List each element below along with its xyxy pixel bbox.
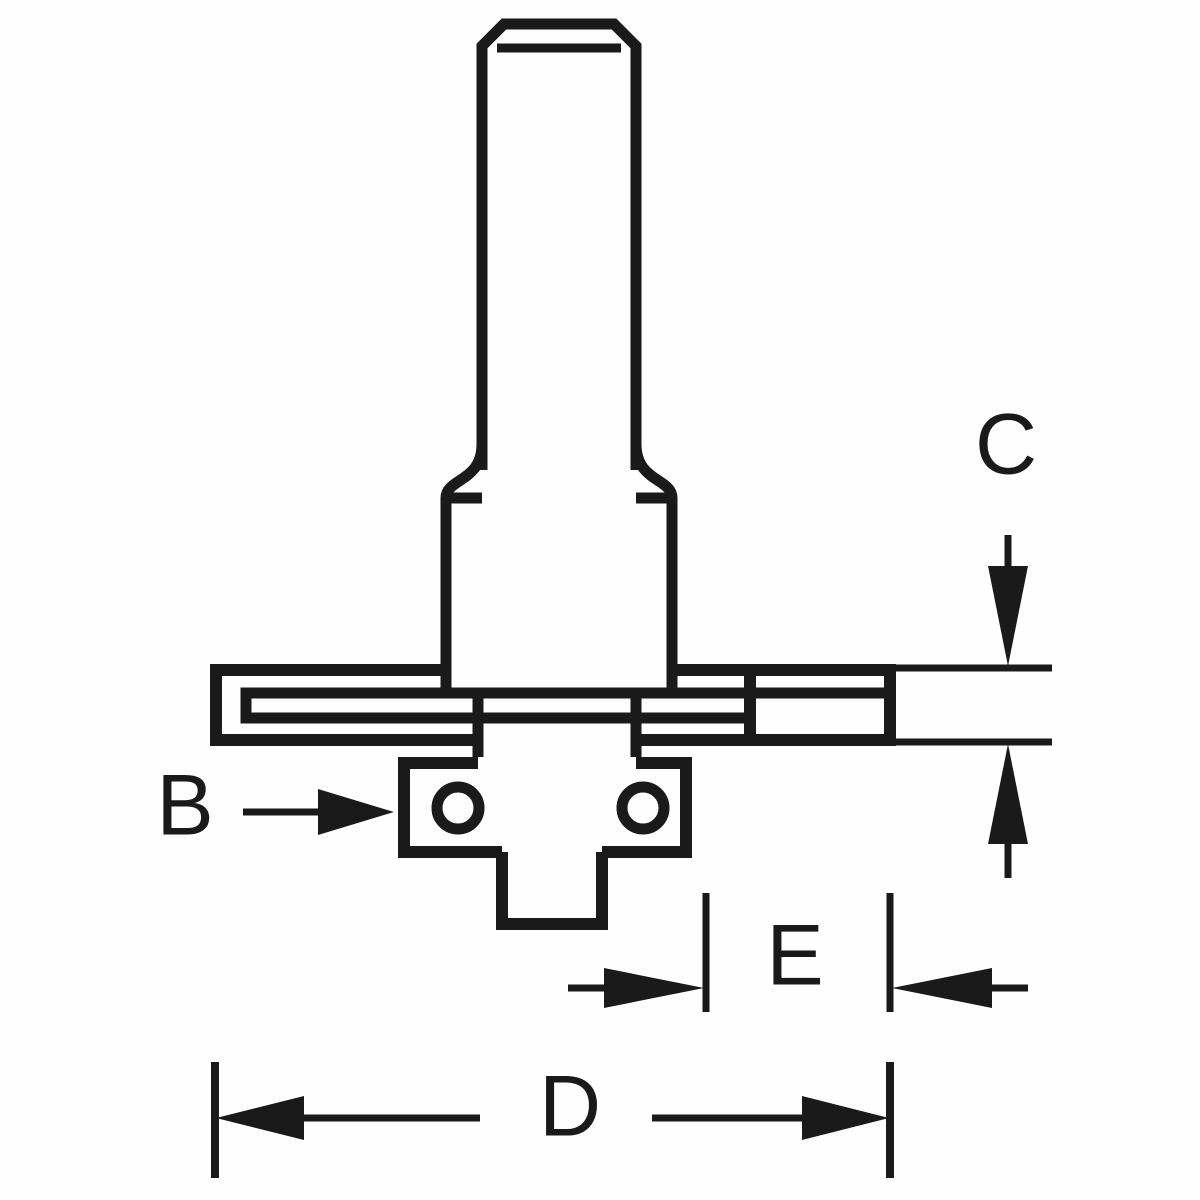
dimension-e-arrowhead-right — [892, 968, 992, 1008]
dimension-c-arrowhead-bottom — [988, 744, 1028, 844]
dimension-e-arrowhead-left — [604, 968, 704, 1008]
router-bit-part — [210, 18, 896, 930]
right-wing-outline — [744, 664, 896, 746]
dimension-d-arrowhead-right — [802, 1096, 889, 1140]
bearing-ball-left-icon — [431, 781, 485, 835]
dimension-label-d: D — [539, 1059, 601, 1155]
dimension-d-arrowhead-left — [216, 1096, 304, 1140]
dimension-label-e: E — [766, 908, 823, 1004]
bearing-housing-right — [602, 757, 692, 858]
dimension-label-c: C — [975, 397, 1037, 493]
dimension-c: C — [890, 397, 1052, 878]
bearing-ball-right-icon — [616, 781, 670, 835]
left-wing-outer-profile — [210, 664, 360, 746]
bearing-housing-left — [398, 757, 502, 858]
dimension-b-arrowhead — [318, 789, 394, 835]
shank-outline — [476, 18, 642, 470]
dimension-label-b: B — [156, 758, 213, 854]
dimension-d: D — [211, 1059, 894, 1178]
retaining-nut-outline — [496, 852, 608, 930]
dimension-c-arrowhead-top — [988, 566, 1028, 666]
dimension-b: B — [156, 758, 394, 854]
dimension-e: E — [568, 893, 1028, 1012]
